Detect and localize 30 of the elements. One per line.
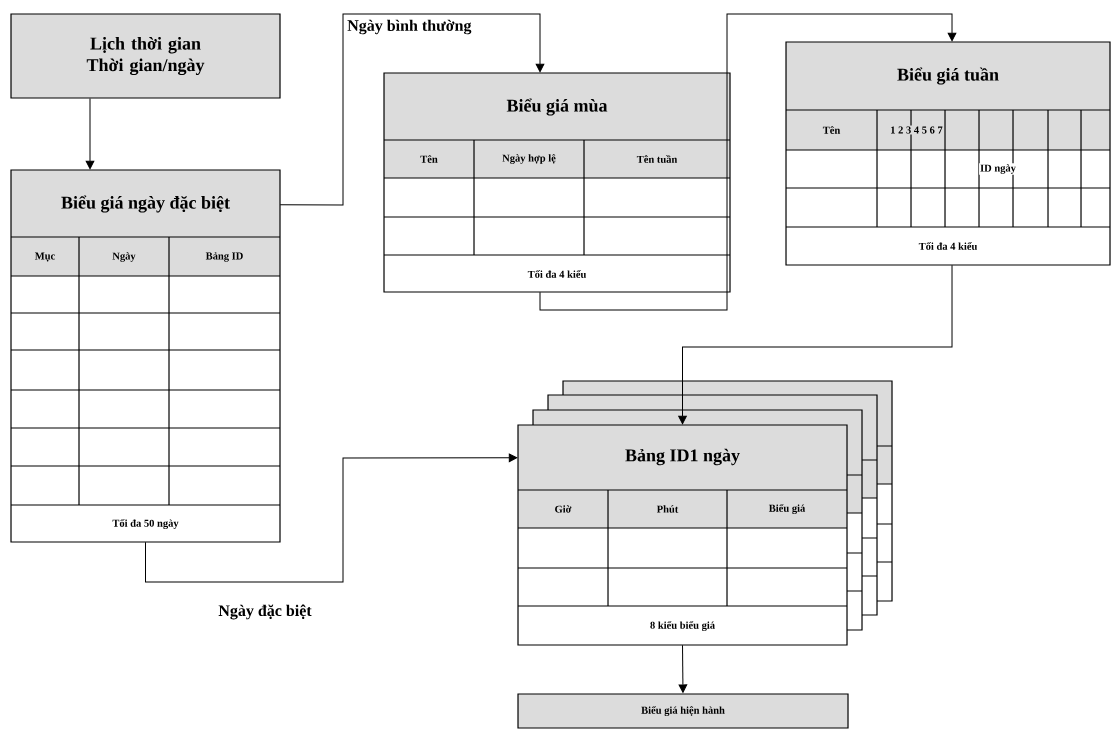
column-header: Tên bbox=[420, 155, 438, 163]
column-header: Biểu giá bbox=[768, 504, 806, 514]
table-footer: 8 kiểu biểu giá bbox=[650, 621, 715, 631]
column-header: Ngày hợp lệ bbox=[502, 154, 556, 164]
cell-text: ID ngày bbox=[979, 163, 1017, 175]
process-box: Lịch thời gian Thời gian/ngày bbox=[10, 13, 281, 99]
column-header: Mục bbox=[34, 252, 55, 262]
column-header: 1 2 3 4 5 6 7 bbox=[889, 125, 944, 135]
table-title: Biểu giá mùa bbox=[506, 98, 608, 116]
column-header: Ngày bbox=[112, 252, 136, 262]
table-footer: Tối đa 4 kiểu bbox=[527, 270, 587, 278]
edge-label: Ngày đặc biệt bbox=[217, 603, 313, 621]
arrow bbox=[678, 264, 953, 425]
arrow bbox=[279, 13, 545, 206]
process-box: Biểu giá hiện hành bbox=[517, 693, 849, 729]
arrow bbox=[678, 644, 688, 693]
column-header: Giờ bbox=[555, 505, 572, 513]
table-title: Biểu giá tuần bbox=[897, 67, 999, 85]
edge-label: Ngày bình thường bbox=[346, 18, 473, 36]
column-header: Tên bbox=[822, 126, 841, 134]
table-footer: Tối đa 50 ngày bbox=[112, 519, 179, 529]
column-header: Tên tuần bbox=[636, 155, 678, 163]
table-title: Bảng ID1 ngày bbox=[625, 448, 740, 466]
arrow bbox=[85, 98, 95, 170]
arrow bbox=[539, 13, 957, 311]
column-header: Bảng ID bbox=[205, 252, 243, 262]
table-title: Biểu giá ngày đặc biệt bbox=[61, 195, 230, 213]
column-header: Phút bbox=[656, 505, 679, 513]
arrow bbox=[145, 453, 518, 583]
table-footer: Tối đa 4 kiểu bbox=[918, 242, 978, 250]
